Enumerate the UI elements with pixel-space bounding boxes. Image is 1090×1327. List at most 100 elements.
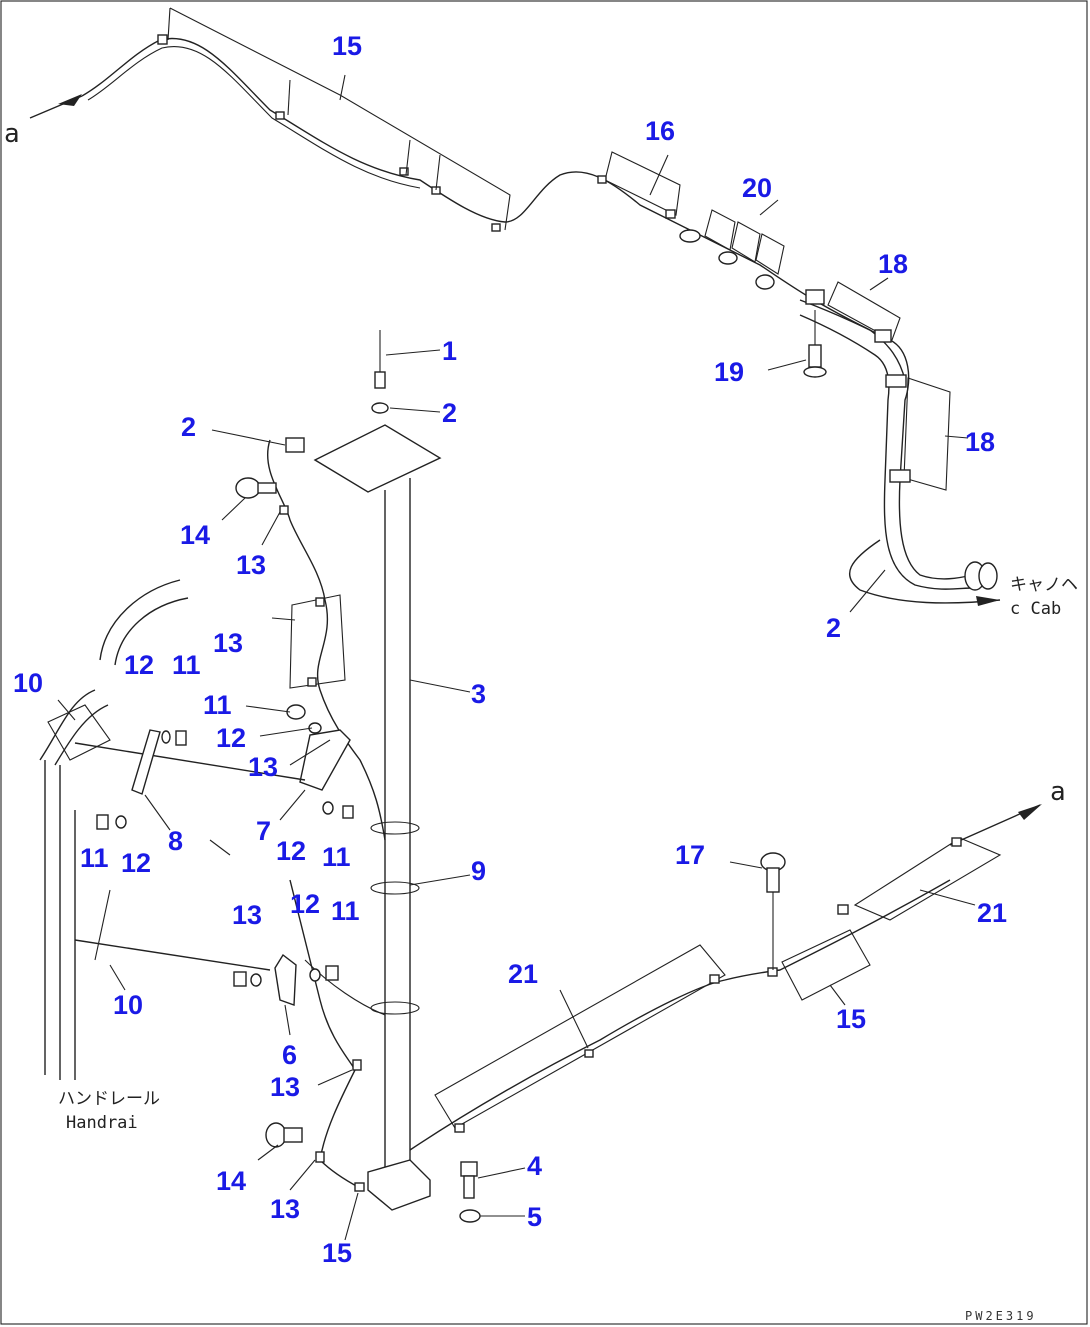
leader-13e <box>317 1069 353 1086</box>
top-harness <box>29 7 1001 606</box>
clip-top-5 <box>491 223 501 232</box>
washer-12d <box>322 801 334 815</box>
leader-13-tape <box>271 617 296 621</box>
top-wire-second <box>87 46 421 189</box>
rail-bracket-line <box>209 839 231 856</box>
clip-top-1 <box>157 34 168 45</box>
callout-14-b: 14 <box>216 1166 246 1196</box>
grommet-14-lower-body <box>283 1127 303 1143</box>
callout-11-c: 11 <box>80 843 109 873</box>
nut-2-top <box>371 402 389 414</box>
clip-15-base <box>354 1182 365 1192</box>
bolt-19-head <box>803 366 827 378</box>
clip-15c <box>837 904 849 915</box>
tape-15-top-edge4 <box>435 154 441 191</box>
ref-a-left: a <box>4 119 20 149</box>
bolt-1-head <box>374 371 386 389</box>
cab-connector-b <box>978 562 998 590</box>
leader-2-top <box>389 407 441 413</box>
leader-18a <box>869 277 889 291</box>
leader-2-left <box>211 429 286 446</box>
callout-1: 1 <box>442 336 457 366</box>
leader-16 <box>649 154 669 196</box>
clip-13a <box>279 505 289 515</box>
tape-21-lower <box>434 944 726 1129</box>
callout-12-b: 12 <box>216 723 246 753</box>
arrow-a-left-head <box>58 94 82 106</box>
callout-13-a: 13 <box>236 550 266 580</box>
to-cab-jp: キャノヘ <box>1010 575 1078 595</box>
wire-rail-upper <box>74 742 306 781</box>
bolt-17-shank <box>766 867 780 893</box>
washer-12c <box>309 968 321 982</box>
leader-21b <box>919 889 976 906</box>
wire-left-upper <box>267 439 386 841</box>
callout-13-c: 13 <box>248 752 278 782</box>
tape-21-upper <box>853 837 1002 921</box>
callout-2-left: 2 <box>181 412 196 442</box>
notes: a a キャノヘ c Cab ハンドレール Handrai PW2E319 <box>4 119 1078 1323</box>
callout-18-side: 18 <box>965 427 995 457</box>
callout-16: 16 <box>645 116 675 146</box>
clip-13e <box>352 1059 362 1071</box>
callout-20: 20 <box>742 173 772 203</box>
callout-13-b: 13 <box>213 628 243 658</box>
clamp-18a <box>805 289 825 305</box>
post-base-plate <box>367 1159 431 1211</box>
callout-2-top: 2 <box>442 398 457 428</box>
leader-10-lower <box>109 964 126 991</box>
callout-11-d: 11 <box>322 842 351 872</box>
handrail-jp: ハンドレール <box>58 1089 160 1109</box>
callout-12-e: 12 <box>290 889 320 919</box>
clip-top-2 <box>275 111 285 120</box>
callout-15-bottom: 15 <box>322 1238 352 1268</box>
tape-15-lower <box>781 929 871 1001</box>
callout-15-right: 15 <box>836 1004 866 1034</box>
tape-15-top <box>169 7 511 231</box>
callout-7: 7 <box>256 816 271 846</box>
grommet-14-upper-body <box>257 482 277 494</box>
tape-15-top-edge3 <box>405 139 411 176</box>
leader-21a <box>559 989 589 1049</box>
tape-20b <box>731 221 761 263</box>
clip-16b <box>665 209 676 219</box>
tape-10-lower <box>94 889 111 961</box>
ref-a-right: a <box>1050 777 1066 807</box>
leader-14b <box>257 1144 279 1161</box>
tube-18-inner <box>799 314 973 590</box>
callout-12-a: 12 <box>124 650 154 680</box>
leader-9 <box>409 874 471 886</box>
nut-11a-upper <box>175 730 187 746</box>
leader-17 <box>729 861 763 869</box>
tape-16 <box>604 151 681 216</box>
clip-21d <box>454 1123 465 1133</box>
clip-top-3 <box>399 167 409 176</box>
handrail <box>39 579 306 1080</box>
rail-top-1 <box>99 579 181 661</box>
callout-3: 3 <box>471 679 486 709</box>
nut-11a-lower <box>96 814 109 830</box>
clip-16a <box>597 175 607 184</box>
drawing-code: PW2E319 <box>965 1309 1037 1323</box>
callout-19: 19 <box>714 357 744 387</box>
rail-top-2 <box>114 597 189 666</box>
tape-20c <box>755 233 785 275</box>
callout-13-d: 13 <box>232 900 262 930</box>
bolt-19-shank <box>808 344 822 368</box>
rail-mid-1 <box>39 689 96 761</box>
clip-13c <box>307 677 317 687</box>
leader-8 <box>144 794 171 831</box>
bracket-6 <box>274 953 297 1006</box>
callout-13-f: 13 <box>270 1194 300 1224</box>
band-9b <box>370 881 420 895</box>
washer-12e <box>250 973 262 987</box>
leader-lines <box>57 74 976 1241</box>
callout-11-b: 11 <box>203 690 232 720</box>
callout-14-a: 14 <box>180 520 210 550</box>
callout-11-a: 11 <box>172 650 201 680</box>
washer-12a-lower <box>115 815 127 829</box>
callout-21-lower: 21 <box>508 959 538 989</box>
leader-13f <box>289 1159 316 1191</box>
leader-15b <box>829 984 846 1006</box>
wire-rail-lower <box>74 939 271 971</box>
